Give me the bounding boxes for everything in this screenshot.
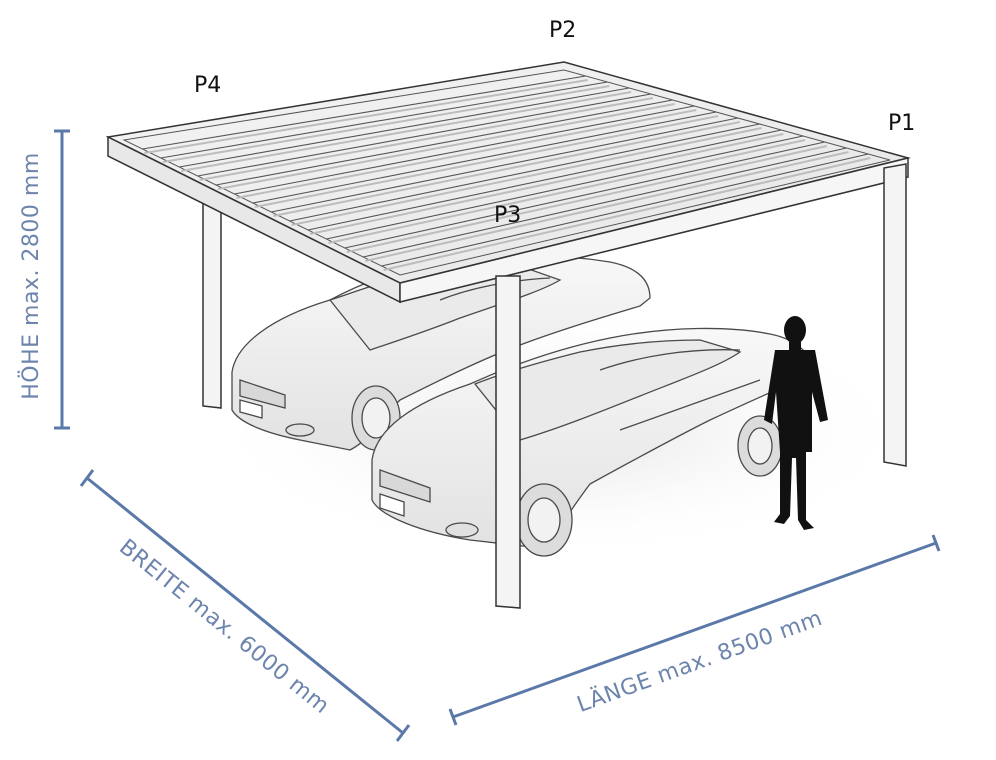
roof-slat-line (252, 111, 717, 204)
roof-slat-shade (236, 109, 697, 199)
roof-slat-shade (309, 133, 784, 235)
post-label-p2: P2 (549, 18, 576, 43)
roof-slat-shade (162, 85, 610, 163)
roof-slat-shade (254, 115, 719, 208)
roof-slat-line (381, 153, 869, 267)
roof-slat-line (363, 147, 847, 258)
roof-slat-shade (346, 145, 828, 253)
roof-slat-line (271, 117, 738, 213)
roof-slat-line (234, 105, 695, 195)
roof-slat-line (344, 141, 825, 249)
roof-slats (142, 75, 871, 271)
roof-slat-line (326, 135, 804, 240)
post-label-p4: P4 (194, 73, 221, 98)
post-right-p1 (883, 163, 907, 467)
post-front-p3 (495, 275, 521, 609)
roof-slat-shade (217, 103, 675, 190)
roof-slat-line (197, 93, 652, 177)
length-dimension: LÄNGE max. 8500 mm (448, 534, 941, 726)
roof-slat-shade (144, 79, 588, 154)
roof-slat-line (307, 129, 782, 231)
roof-slat-shade (199, 97, 654, 181)
height-dimension-label: HÖHE max. 2800 mm (18, 152, 44, 400)
roof-slat-line (179, 87, 630, 168)
carport-roof (105, 61, 911, 304)
width-dimension-label: BREITE max. 6000 mm (114, 535, 334, 720)
post-label-p1: P1 (888, 111, 915, 136)
roof-slat-shade (328, 139, 806, 244)
roof-slat-shade (364, 151, 849, 262)
post-back-left (202, 199, 222, 409)
roof-slat-shade (383, 157, 871, 271)
height-dimension: HÖHE max. 2800 mm (18, 129, 70, 430)
post-label-p3: P3 (494, 203, 521, 228)
person-silhouette (764, 316, 828, 530)
roof-slat-shade (291, 127, 762, 226)
roof-slat-line (215, 99, 673, 186)
roof-slat-shade (181, 91, 632, 172)
roof-slat-line (289, 123, 760, 222)
roof-slat-shade (273, 121, 741, 217)
roof-slat-line (142, 75, 586, 150)
roof-slat-line (160, 81, 608, 159)
